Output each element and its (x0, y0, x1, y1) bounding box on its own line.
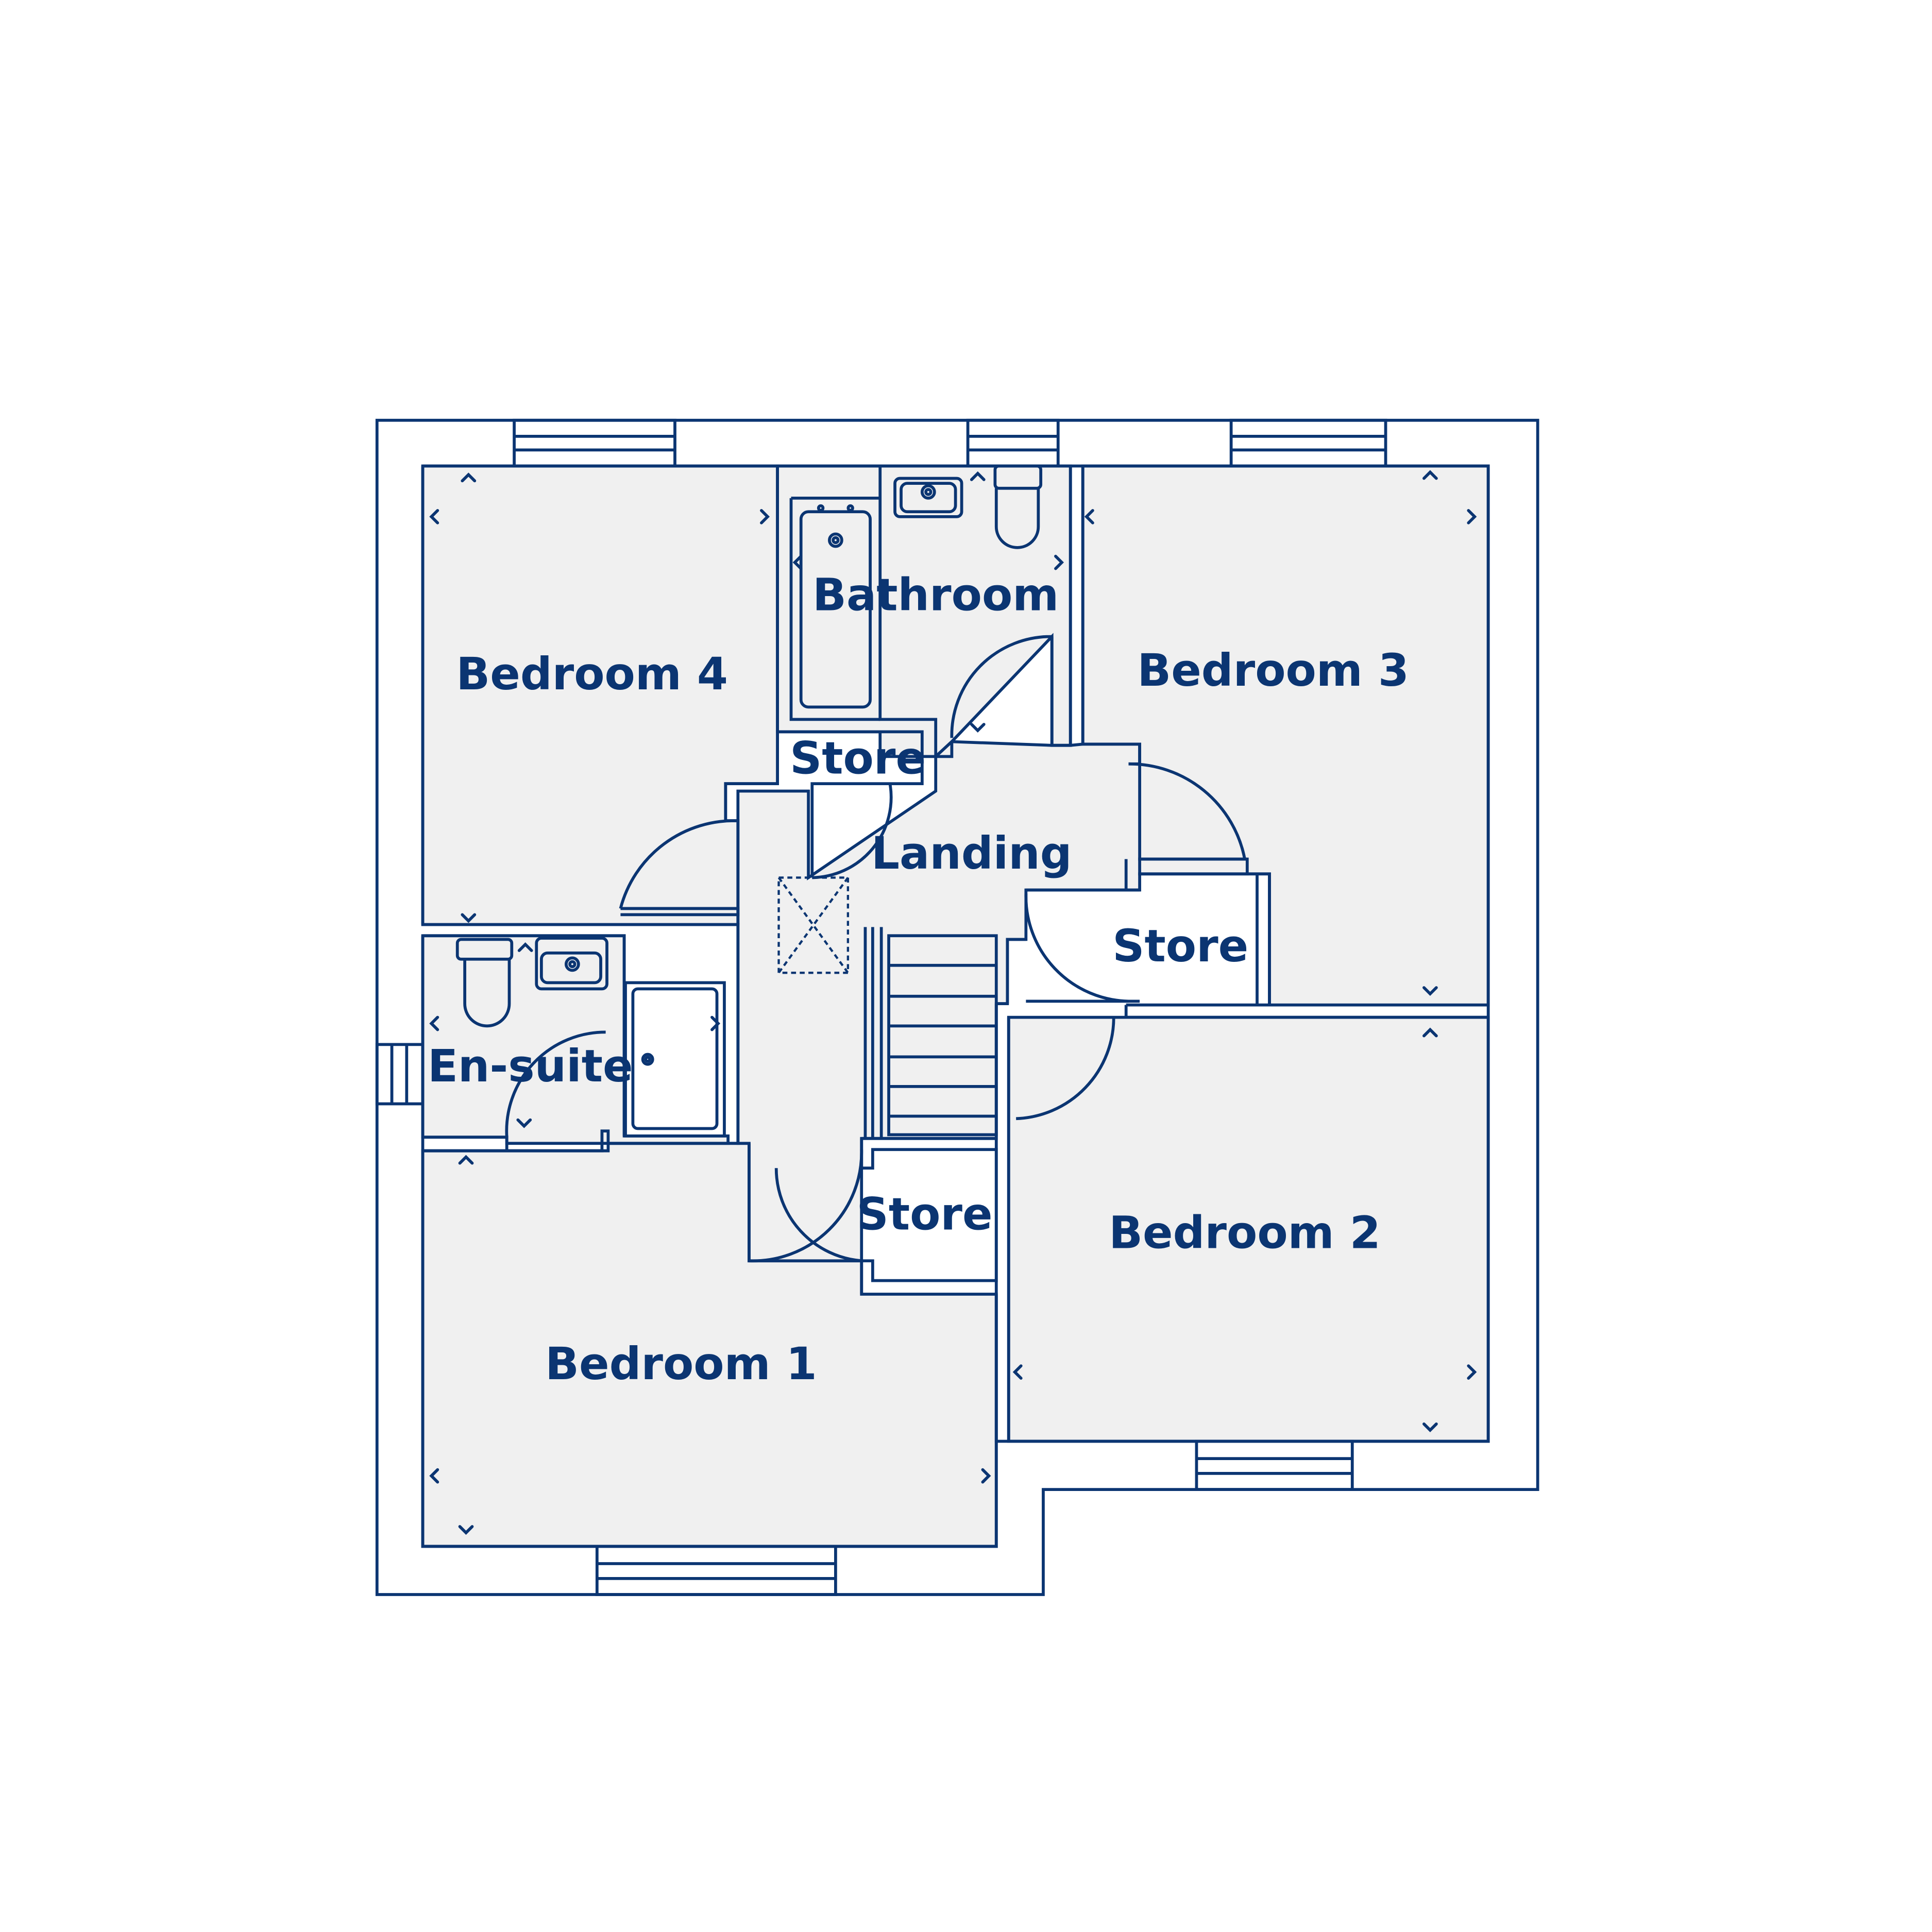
toilet-icon (455, 938, 514, 1028)
basin-icon (893, 477, 963, 518)
door-swing-icon (505, 635, 1246, 1263)
label-bathroom: Bathroom (812, 570, 1059, 621)
bath-icon (799, 504, 872, 709)
chevron-arrow-icon (429, 470, 1477, 1535)
label-bedroom-1: Bedroom 1 (545, 1338, 817, 1390)
toilet-icon (993, 464, 1043, 549)
shower-icon (624, 981, 726, 1138)
label-bedroom-3: Bedroom 3 (1137, 645, 1409, 697)
label-store-lower: Store (857, 1189, 993, 1241)
label-landing: Landing (871, 828, 1072, 879)
room-fills (421, 464, 1490, 1548)
label-bedroom-2: Bedroom 2 (1109, 1208, 1381, 1259)
outer-wall (375, 418, 1539, 1596)
staircase-icon (887, 934, 998, 1137)
basin-icon (535, 937, 608, 991)
label-store-right: Store (1112, 921, 1248, 972)
loft-hatch-icon (777, 876, 850, 974)
label-bedroom-4: Bedroom 4 (456, 649, 728, 700)
label-en-suite: En-suite (428, 1041, 633, 1092)
label-store-upper: Store (790, 733, 926, 784)
window-icon (375, 418, 1387, 1596)
en-suite-floor (421, 934, 730, 1145)
